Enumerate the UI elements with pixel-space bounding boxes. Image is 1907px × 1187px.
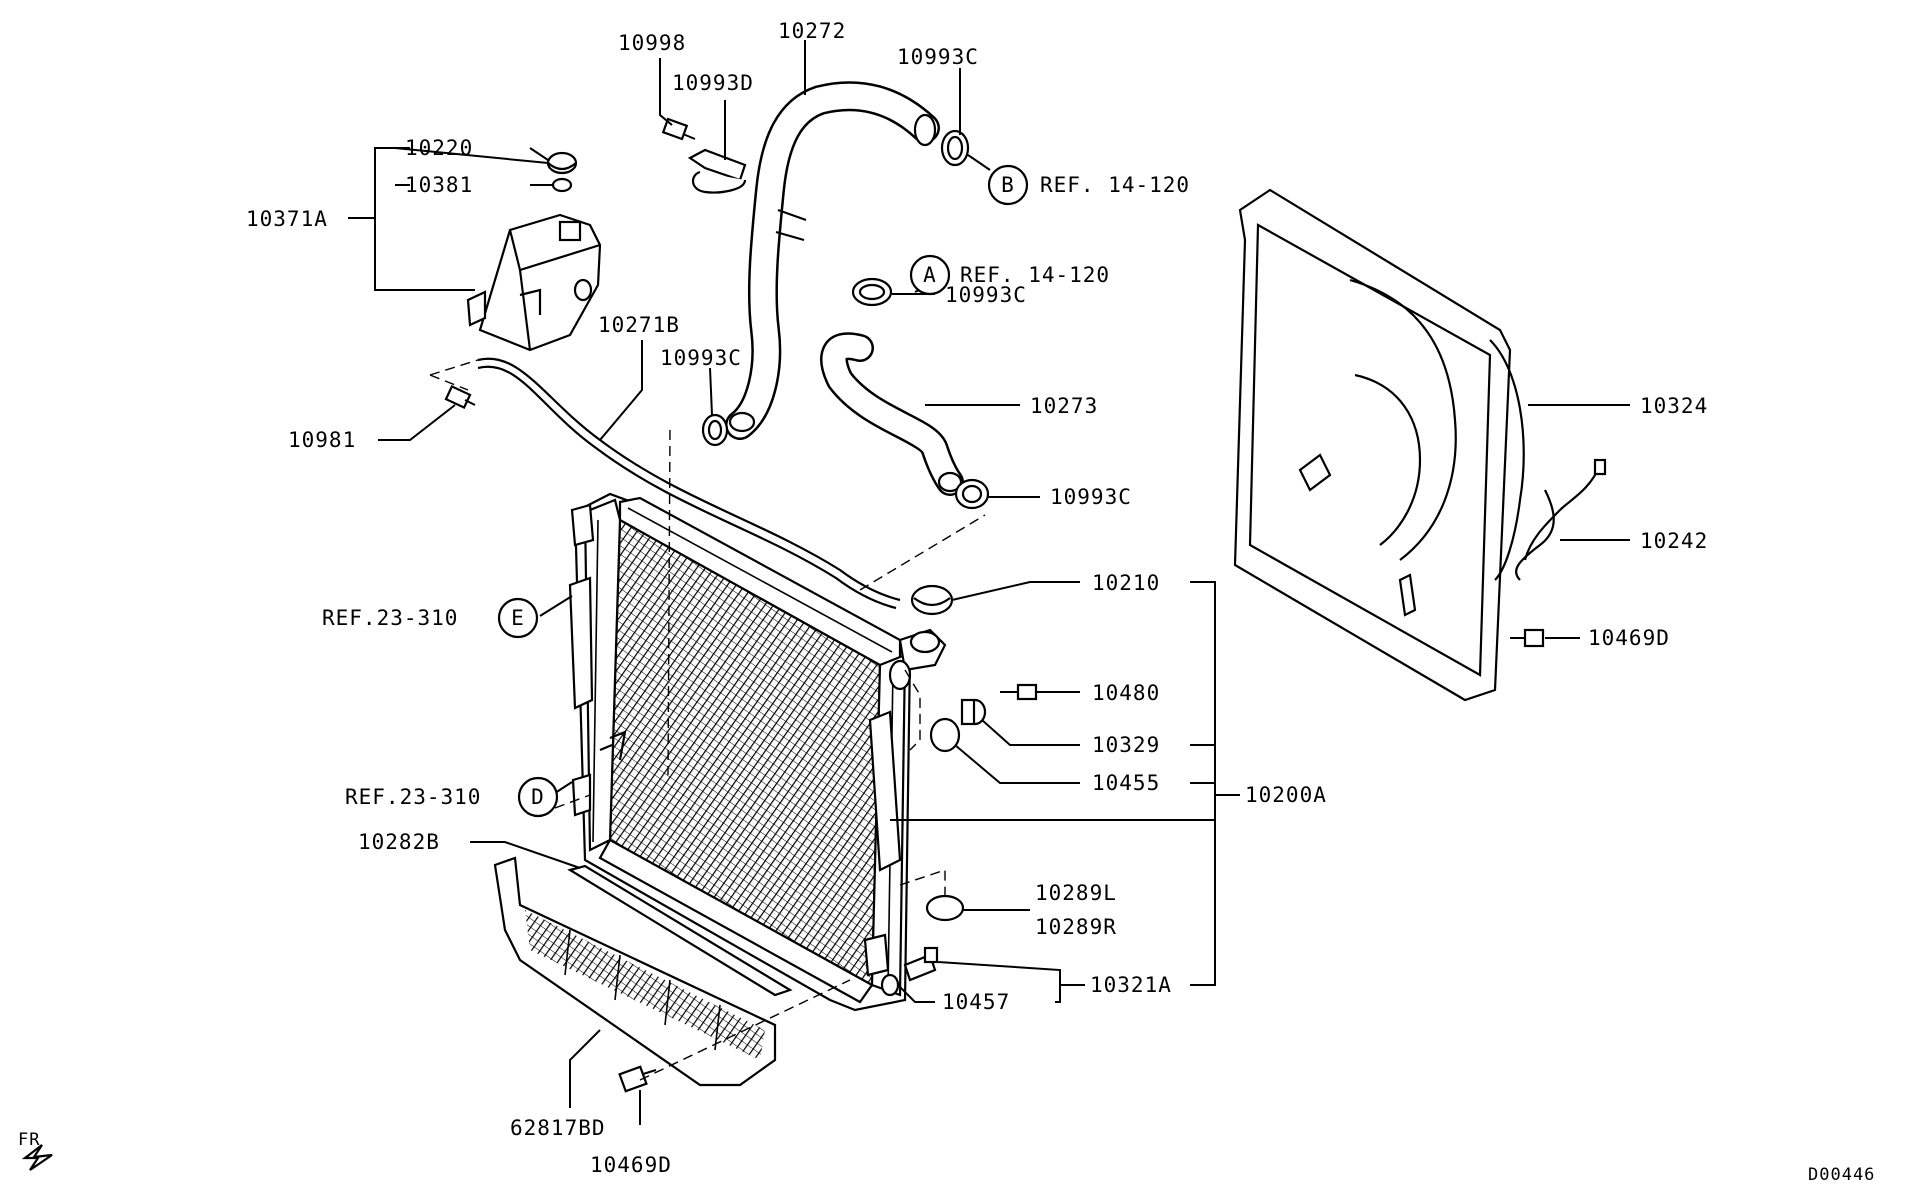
callout-62817BD[interactable]: 62817BD	[510, 1116, 606, 1140]
reference-marker-a[interactable]: A	[909, 254, 951, 296]
callout-10469D-bottom[interactable]: 10469D	[590, 1153, 672, 1177]
callout-10993C-a[interactable]: 10993C	[945, 283, 1027, 307]
callout-10480[interactable]: 10480	[1092, 681, 1160, 705]
callout-10993C-mid[interactable]: 10993C	[660, 346, 742, 370]
hose-clamp-upper-left[interactable]	[701, 413, 729, 447]
reference-letter: B	[1001, 173, 1015, 197]
drain-cock[interactable]	[903, 946, 939, 982]
reference-marker-d[interactable]: D	[517, 776, 559, 818]
callout-10210[interactable]: 10210	[1092, 571, 1160, 595]
callout-10321A[interactable]: 10321A	[1090, 973, 1172, 997]
callout-10242[interactable]: 10242	[1640, 529, 1708, 553]
reference-letter: D	[531, 785, 545, 809]
reference-letter: A	[923, 263, 937, 287]
callout-10998[interactable]: 10998	[618, 31, 686, 55]
radiator-plug[interactable]	[925, 894, 965, 922]
reference-marker-b[interactable]: B	[987, 164, 1029, 206]
callout-10273[interactable]: 10273	[1030, 394, 1098, 418]
callout-10272[interactable]: 10272	[778, 19, 846, 43]
callout-10329[interactable]: 10329	[1092, 733, 1160, 757]
overflow-hose[interactable]	[477, 357, 901, 610]
upper-radiator-hose[interactable]	[725, 81, 940, 440]
hose-clamp-lower-top[interactable]	[851, 277, 893, 307]
callout-10289R[interactable]: 10289R	[1035, 915, 1117, 939]
upper-insulator[interactable]	[960, 698, 987, 726]
leader-lines	[348, 40, 1630, 1125]
callout-10993D[interactable]: 10993D	[672, 71, 754, 95]
callout-10220[interactable]: 10220	[405, 136, 473, 160]
lower-insulator[interactable]	[929, 717, 961, 753]
callout-10457[interactable]: 10457	[942, 990, 1010, 1014]
reserve-tank-o-ring[interactable]	[551, 177, 573, 193]
hose-clamp-upper-right[interactable]	[940, 129, 970, 167]
fan-wiring-harness[interactable]	[1515, 458, 1607, 581]
drain-cock-o-ring[interactable]	[880, 973, 900, 997]
radiator-cap[interactable]	[910, 584, 954, 616]
callout-10282B[interactable]: 10282B	[358, 830, 440, 854]
callout-10381[interactable]: 10381	[405, 173, 473, 197]
radiator-assembly[interactable]	[568, 492, 947, 1012]
fan-shroud[interactable]	[1233, 188, 1525, 702]
callout-10993C-top[interactable]: 10993C	[897, 45, 979, 69]
callout-10324[interactable]: 10324	[1640, 394, 1708, 418]
reference-text-a[interactable]: REF. 14-120	[960, 263, 1110, 287]
front-direction-label: FR	[18, 1130, 40, 1150]
reference-marker-e[interactable]: E	[497, 597, 539, 639]
callout-10993C-low[interactable]: 10993C	[1050, 485, 1132, 509]
undercover-bolt[interactable]	[618, 1065, 657, 1093]
callout-10289L[interactable]: 10289L	[1035, 881, 1117, 905]
bracket-bolt[interactable]	[661, 117, 696, 141]
reference-letter: E	[511, 606, 525, 630]
tank-mount-bolt[interactable]	[444, 384, 476, 410]
callout-10981[interactable]: 10981	[288, 428, 356, 452]
lower-radiator-hose[interactable]	[820, 332, 964, 496]
callout-10455[interactable]: 10455	[1092, 771, 1160, 795]
callout-10271B[interactable]: 10271B	[598, 313, 680, 337]
shroud-bolt[interactable]	[1510, 628, 1545, 648]
radiator-bolt[interactable]	[1000, 683, 1038, 701]
front-direction-arrow	[21, 1144, 53, 1171]
alignment-dashed-lines	[429, 359, 986, 1081]
reference-text-e[interactable]: REF.23-310	[322, 606, 458, 630]
hose-bracket-clip[interactable]	[687, 148, 747, 194]
reference-text-d[interactable]: REF.23-310	[345, 785, 481, 809]
reserve-tank-cap[interactable]	[546, 151, 578, 175]
reference-text-b[interactable]: REF. 14-120	[1040, 173, 1190, 197]
drawing-code: D00446	[1808, 1165, 1875, 1185]
callout-10469D-right[interactable]: 10469D	[1588, 626, 1670, 650]
hose-clamp-lower-bottom[interactable]	[954, 478, 990, 510]
radiator-undercover[interactable]	[493, 856, 777, 1087]
reserve-tank[interactable]	[466, 213, 602, 352]
callout-10371A[interactable]: 10371A	[246, 207, 328, 231]
callout-10200A[interactable]: 10200A	[1245, 783, 1327, 807]
